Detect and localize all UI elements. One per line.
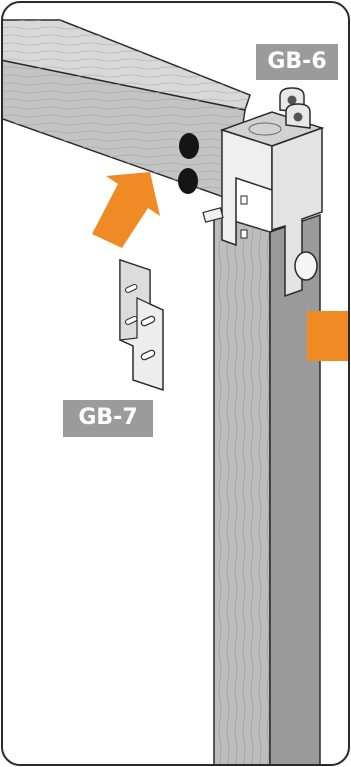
arrow-up-right-icon (92, 172, 160, 248)
beam-hole-lower (178, 168, 198, 194)
loose-bracket-gb7 (120, 260, 163, 390)
orange-square-marker (307, 311, 351, 361)
vertical-post (214, 215, 320, 767)
gb7-label: GB-7 (63, 400, 153, 437)
gb6-label: GB-6 (256, 44, 338, 80)
horizontal-beam (0, 20, 250, 200)
beam-hole-upper (179, 133, 199, 159)
